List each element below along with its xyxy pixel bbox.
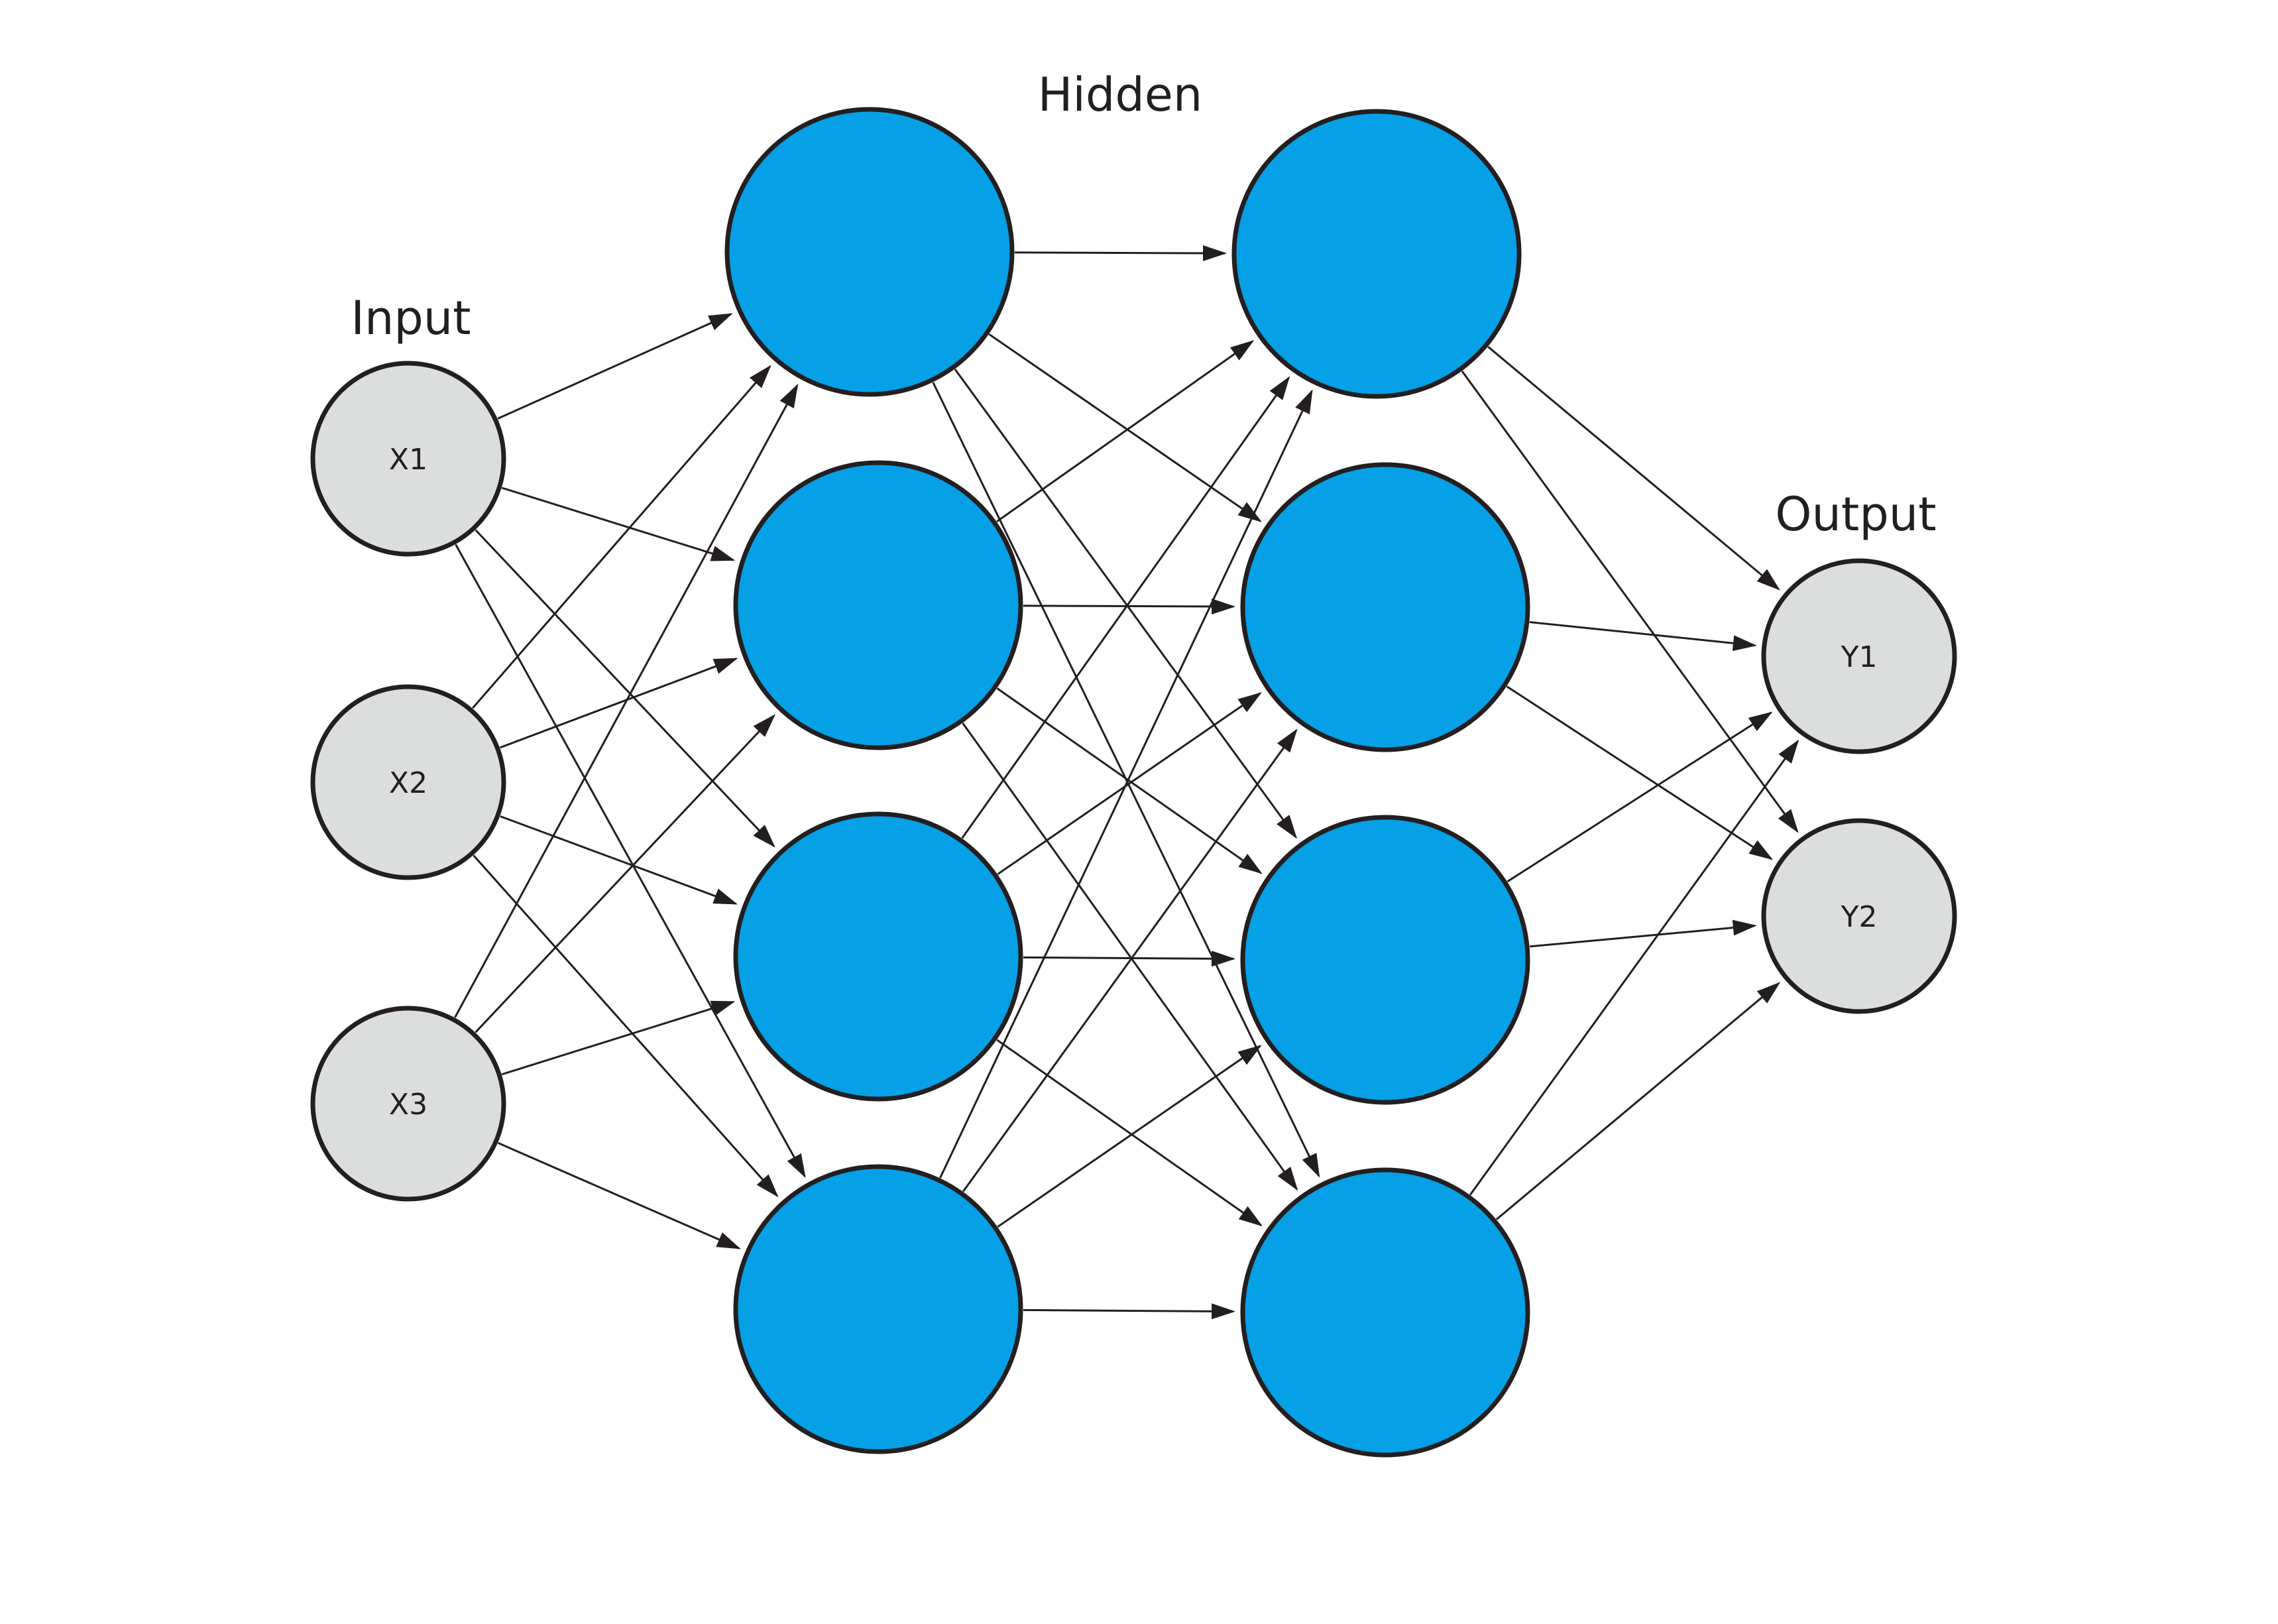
hidden2-node-4: [1240, 1167, 1530, 1458]
edge-l1-3-to-3: [1023, 1303, 1235, 1320]
hidden1-node-circle: [724, 107, 1015, 397]
input-node-1: X1: [310, 361, 506, 557]
hidden2-node-circle: [1231, 109, 1522, 399]
edge-l2-1-to-0: [1529, 621, 1757, 652]
input-node-circle: [310, 1006, 506, 1202]
edge-l0-1-to-0: [471, 365, 771, 709]
hidden-layer-label: Hidden: [1038, 68, 1202, 122]
edge-l0-1-to-1: [499, 658, 738, 749]
hidden1-node-2: [733, 460, 1023, 750]
output-node-label: Y2: [1841, 900, 1878, 934]
edge-l0-2-to-3: [497, 1141, 741, 1249]
edge-l1-2-to-0: [961, 376, 1290, 839]
edge-l0-1-to-3: [473, 854, 779, 1198]
edge-l1-1-to-1: [1023, 598, 1235, 614]
edge-l2-2-to-0: [1507, 711, 1773, 883]
input-node-2: X2: [310, 684, 506, 880]
edge-l1-2-to-2: [1023, 951, 1235, 967]
edge-l0-0-to-0: [497, 313, 733, 420]
edge-l0-2-to-0: [454, 383, 799, 1018]
edge-l1-1-to-3: [962, 723, 1298, 1191]
hidden2-node-2: [1240, 462, 1530, 752]
edge-l0-1-to-2: [500, 815, 738, 905]
edge-l1-2-to-3: [996, 1039, 1263, 1227]
edge-l1-3-to-2: [997, 1045, 1262, 1228]
edge-l2-3-to-1: [1496, 982, 1781, 1220]
edge-l0-0-to-2: [475, 529, 775, 848]
edge-l2-0-to-0: [1487, 346, 1780, 591]
edge-l1-1-to-0: [996, 340, 1255, 523]
hidden2-node-1: [1231, 109, 1522, 399]
input-node-circle: [310, 684, 506, 880]
hidden1-node-circle: [733, 1164, 1023, 1454]
input-layer-label: Input: [351, 291, 471, 345]
hidden2-node-circle: [1240, 815, 1530, 1105]
output-node-circle: [1761, 818, 1957, 1014]
edge-l0-2-to-1: [475, 714, 775, 1033]
edge-l0-2-to-2: [501, 1000, 736, 1076]
edge-l1-0-to-1: [988, 333, 1262, 522]
output-node-label: Y1: [1841, 640, 1878, 674]
output-layer-label: Output: [1775, 487, 1936, 542]
output-node-1: Y1: [1761, 558, 1957, 754]
hidden1-node-circle: [733, 811, 1023, 1102]
edge-l2-0-to-1: [1461, 371, 1799, 833]
edge-l2-3-to-0: [1469, 739, 1799, 1196]
connections: [454, 245, 1799, 1320]
hidden2-node-circle: [1240, 1167, 1530, 1458]
edge-l0-0-to-1: [501, 487, 736, 561]
edge-l1-3-to-0: [939, 389, 1313, 1179]
hidden1-node-1: [724, 107, 1015, 397]
edge-l0-0-to-3: [455, 544, 806, 1179]
input-node-3: X3: [310, 1006, 506, 1202]
hidden2-node-circle: [1240, 462, 1530, 752]
edge-l1-1-to-2: [996, 687, 1263, 874]
input-node-label: X1: [389, 443, 427, 477]
edge-l2-1-to-1: [1506, 685, 1774, 860]
hidden2-node-3: [1240, 815, 1530, 1105]
output-node-2: Y2: [1761, 818, 1957, 1014]
input-node-circle: [310, 361, 506, 557]
edge-l1-2-to-1: [997, 692, 1262, 876]
output-node-circle: [1761, 558, 1957, 754]
edge-l2-2-to-1: [1529, 919, 1757, 948]
edge-l1-3-to-1: [962, 728, 1298, 1192]
input-node-label: X2: [389, 766, 427, 800]
hidden1-node-4: [733, 1164, 1023, 1454]
input-node-label: X3: [389, 1088, 427, 1122]
hidden1-node-circle: [733, 460, 1023, 750]
edge-l1-0-to-2: [954, 369, 1297, 839]
hidden1-node-3: [733, 811, 1023, 1102]
